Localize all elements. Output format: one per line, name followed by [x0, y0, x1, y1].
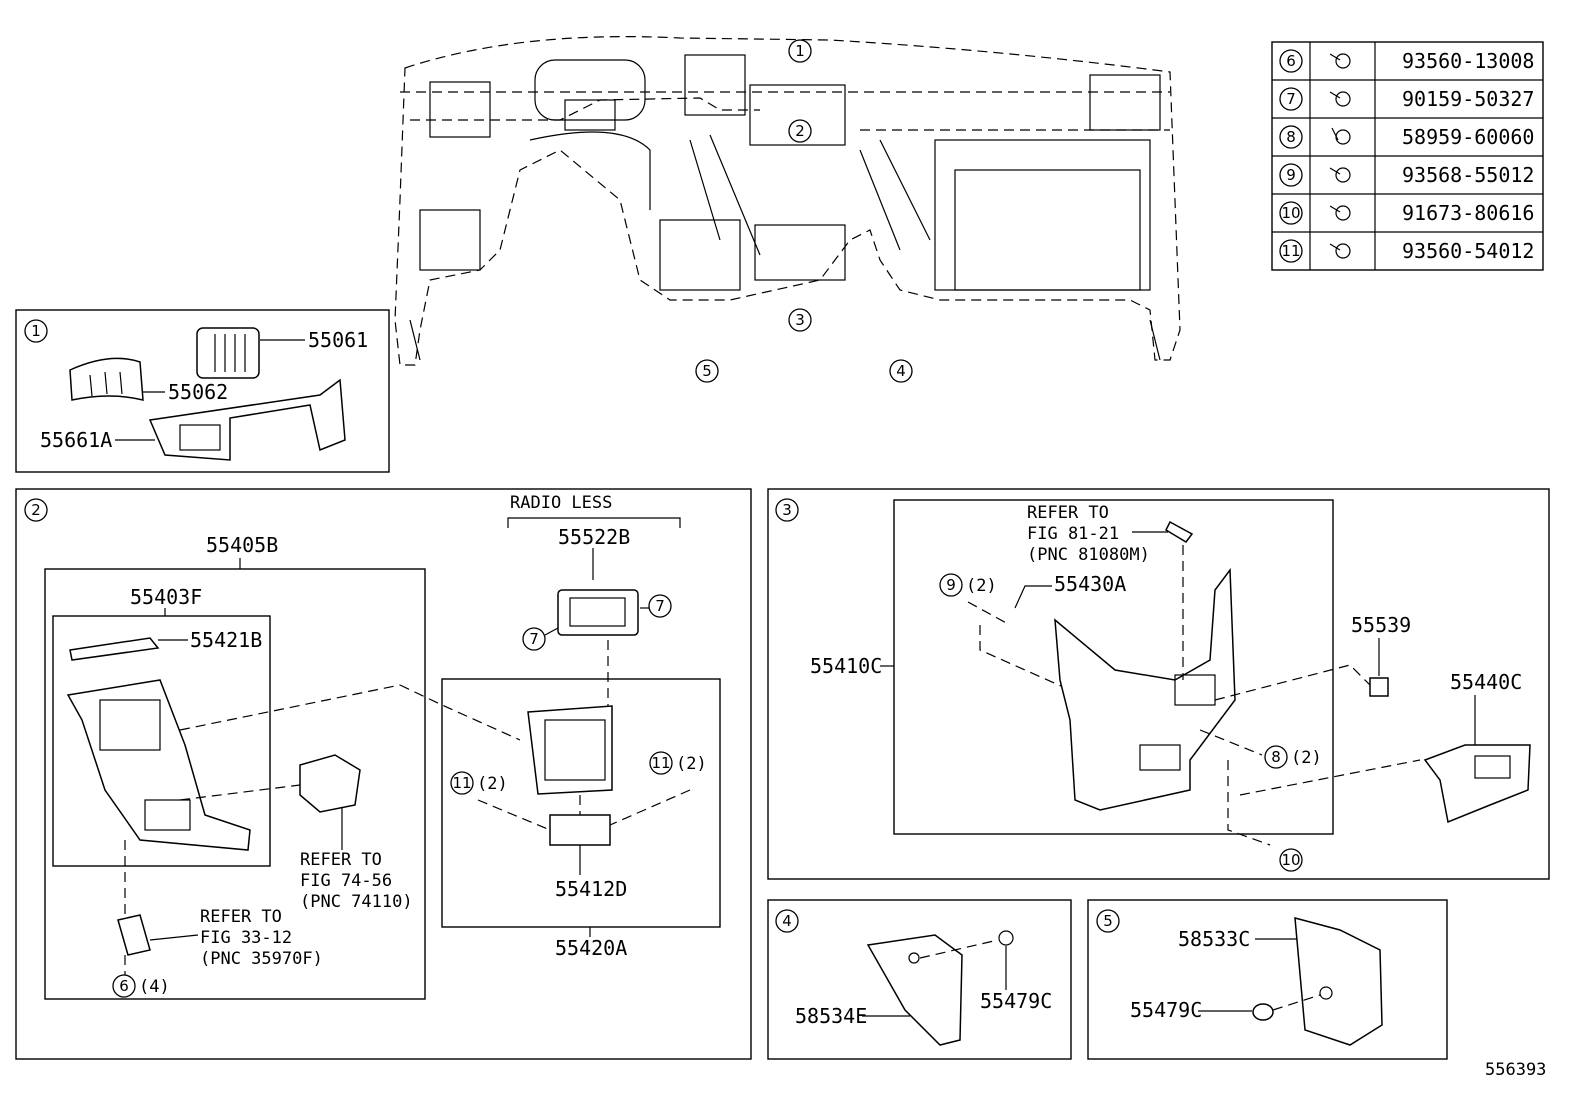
svg-text:REFER TO: REFER TO: [300, 850, 382, 870]
svg-text:8: 8: [1286, 128, 1296, 146]
table-row: 6 93560-13008: [1279, 49, 1534, 73]
svg-text:55479C: 55479C: [1130, 998, 1202, 1022]
main-callout-5: 5: [695, 359, 719, 383]
svg-text:91673-80616: 91673-80616: [1402, 201, 1534, 225]
bolt-icon: [1329, 205, 1351, 221]
svg-text:55061: 55061: [308, 328, 368, 352]
svg-text:1: 1: [795, 42, 805, 60]
main-callout-4: 4: [889, 359, 913, 383]
panel-5: 5 58533C 55479C: [1087, 899, 1448, 1060]
svg-text:11: 11: [452, 774, 471, 792]
table-row: 8 58959-60060: [1279, 125, 1534, 149]
bolt-icon: [1329, 53, 1351, 69]
svg-text:FIG 33-12: FIG 33-12: [200, 928, 292, 948]
svg-text:REFER TO: REFER TO: [1027, 503, 1109, 523]
clip-icon: [1331, 127, 1351, 145]
svg-text:(2): (2): [676, 754, 707, 774]
svg-text:55539: 55539: [1351, 613, 1411, 637]
svg-text:11: 11: [651, 754, 670, 772]
svg-text:8: 8: [1271, 748, 1281, 766]
svg-text:58533C: 58533C: [1178, 927, 1250, 951]
svg-text:93560-13008: 93560-13008: [1402, 49, 1534, 73]
svg-text:10: 10: [1281, 204, 1300, 222]
bolt-icon: [1329, 167, 1351, 183]
svg-text:1: 1: [31, 322, 41, 340]
svg-text:55403F: 55403F: [130, 585, 202, 609]
main-callout-2: 2: [788, 119, 812, 143]
bolt-icon: [1329, 243, 1351, 259]
svg-text:55430A: 55430A: [1054, 572, 1126, 596]
diagram-id: 556393: [1485, 1060, 1546, 1080]
svg-text:55440C: 55440C: [1450, 670, 1522, 694]
svg-text:55522B: 55522B: [558, 525, 630, 549]
svg-text:REFER TO: REFER TO: [200, 907, 282, 927]
svg-text:11: 11: [1281, 242, 1300, 260]
svg-text:7: 7: [1286, 90, 1296, 108]
svg-text:55421B: 55421B: [190, 628, 262, 652]
svg-text:2: 2: [795, 122, 805, 140]
svg-text:55479C: 55479C: [980, 989, 1052, 1013]
svg-text:6: 6: [1286, 52, 1296, 70]
panel-4: 4 55479C 58534E: [767, 899, 1072, 1060]
svg-text:55420A: 55420A: [555, 936, 627, 960]
svg-text:10: 10: [1281, 851, 1300, 869]
svg-text:55412D: 55412D: [555, 877, 627, 901]
svg-text:9: 9: [946, 576, 956, 594]
svg-text:4: 4: [896, 362, 906, 380]
svg-text:55661A: 55661A: [40, 428, 112, 452]
svg-text:(PNC 35970F): (PNC 35970F): [200, 949, 323, 969]
panel-2: 2 RADIO LESS 55522B 55405B 55403F 55421B…: [15, 488, 752, 1060]
svg-text:55062: 55062: [168, 380, 228, 404]
svg-text:7: 7: [655, 597, 665, 615]
svg-text:(2): (2): [477, 774, 508, 794]
svg-text:FIG 81-21: FIG 81-21: [1027, 524, 1119, 544]
svg-text:6: 6: [119, 977, 129, 995]
svg-text:55405B: 55405B: [206, 533, 278, 557]
table-row: 9 93568-55012: [1279, 163, 1534, 187]
svg-text:4: 4: [782, 912, 792, 930]
svg-text:RADIO LESS: RADIO LESS: [510, 493, 612, 513]
svg-text:FIG 74-56: FIG 74-56: [300, 871, 392, 891]
main-callout-1: 1: [788, 39, 812, 63]
svg-text:93560-54012: 93560-54012: [1402, 239, 1534, 263]
svg-text:(PNC 81080M): (PNC 81080M): [1027, 545, 1150, 565]
svg-text:(2): (2): [966, 576, 997, 596]
svg-text:5: 5: [702, 362, 712, 380]
panel-1: 1 55061 55062 55661A: [15, 309, 390, 473]
svg-text:90159-50327: 90159-50327: [1402, 87, 1534, 111]
table-row: 10 91673-80616: [1279, 201, 1534, 225]
svg-text:58534E: 58534E: [795, 1004, 867, 1028]
svg-text:7: 7: [529, 630, 539, 648]
svg-text:(PNC 74110): (PNC 74110): [300, 892, 413, 912]
svg-text:2: 2: [31, 501, 41, 519]
panel-3: 3 REFER TO FIG 81-21 (PNC 81080M) 9 (2) …: [767, 488, 1550, 880]
svg-text:93568-55012: 93568-55012: [1402, 163, 1534, 187]
svg-text:58959-60060: 58959-60060: [1402, 125, 1534, 149]
bolt-icon: [1329, 91, 1351, 107]
svg-text:3: 3: [795, 311, 805, 329]
svg-text:3: 3: [782, 501, 792, 519]
svg-text:(4): (4): [139, 977, 170, 997]
svg-text:9: 9: [1286, 166, 1296, 184]
svg-text:5: 5: [1103, 912, 1113, 930]
instrument-panel-assembly: [394, 36, 1181, 366]
main-callout-3: 3: [788, 308, 812, 332]
fastener-table: 6 93560-13008 7 90159-50327 8 58959-6006…: [1271, 41, 1544, 271]
table-row: 11 93560-54012: [1279, 239, 1534, 263]
table-row: 7 90159-50327: [1279, 87, 1534, 111]
svg-text:(2): (2): [1291, 748, 1322, 768]
svg-text:55410C: 55410C: [810, 654, 882, 678]
